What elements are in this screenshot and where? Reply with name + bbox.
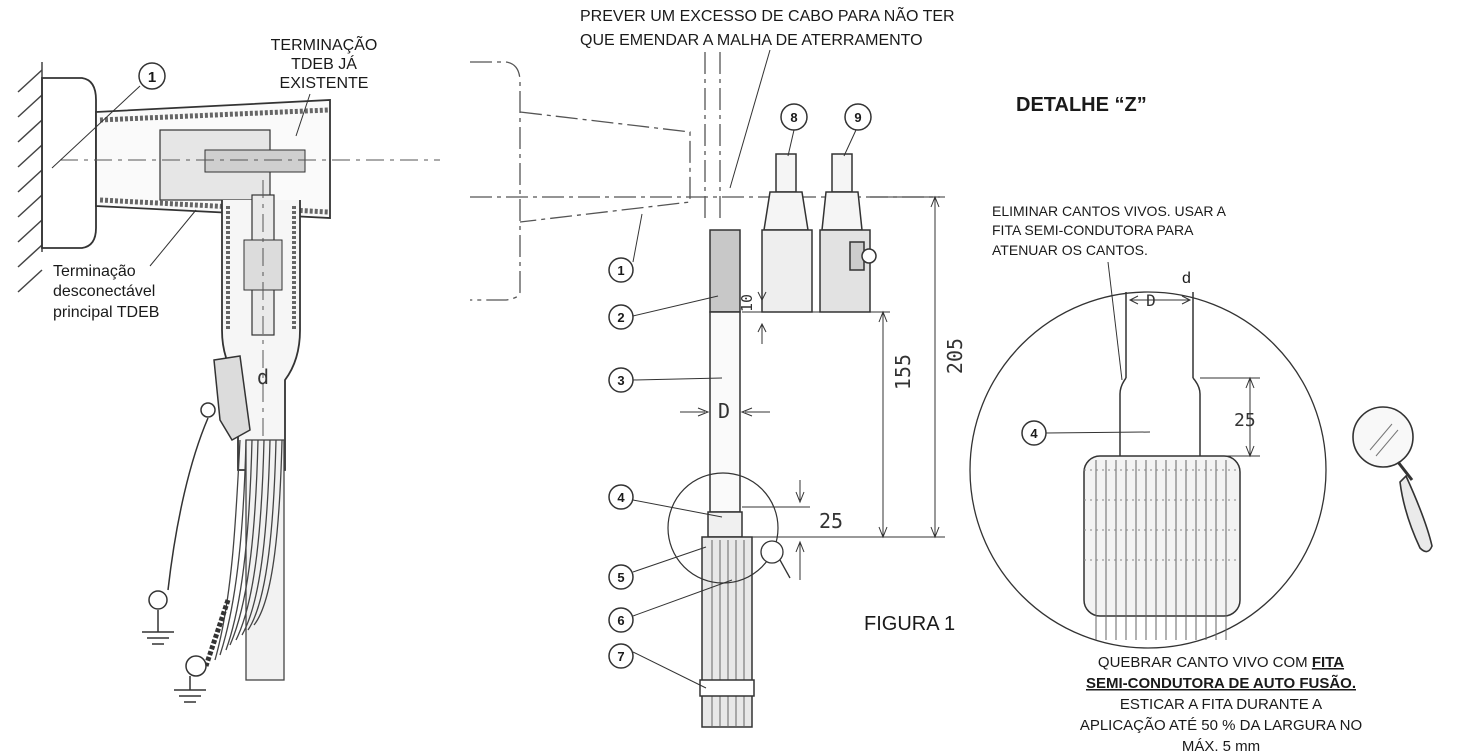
svg-text:4: 4 [1030,426,1038,441]
svg-text:3: 3 [617,373,624,388]
detail-dim-25: 25 [1234,410,1256,431]
ground-clamp [213,355,251,442]
dimension-lines [680,195,945,580]
detail-callout-4: 4 [1021,420,1151,446]
bushing-flange [41,77,97,249]
detail-dimensions [1128,295,1260,458]
center-drawing: 10 155 205 25 D 1 2 3 4 5 [470,52,967,728]
detail-dim-D: D [1146,291,1156,310]
callout-2: 2 [608,295,719,330]
small-magnifier-icon [760,540,791,579]
note-line4: APLICAÇÃO ATÉ 50 % DA LARGURA NO [1080,717,1362,734]
diameter-d-label: d [257,365,269,389]
svg-text:QUE EMENDAR A MALHA DE ATERRA: QUE EMENDAR A MALHA DE ATERRAMENTO [580,32,923,49]
svg-text:QUEBRAR CANTO VIVO COM FITA: QUEBRAR CANTO VIVO COM FITA [1098,654,1344,671]
detail-d-letter: d [1182,270,1191,287]
main-termination-label: Terminação desconectável principal TDEB [53,209,197,321]
note-line2: SEMI-CONDUTORA DE AUTO FUSÃO. [1086,674,1356,692]
detail-note: ELIMINAR CANTOS VIVOS. USAR A FITA SEMI-… [992,203,1227,381]
svg-text:7: 7 [617,649,624,664]
callout-9: 9 [843,103,872,157]
tdeb-body [60,99,440,219]
svg-text:6: 6 [617,613,624,628]
top-note: PREVER UM EXCESSO DE CABO PARA NÃO TER Q… [580,5,955,189]
svg-text:Terminação: Terminação [53,263,136,280]
dim-D: D [718,399,730,423]
detail-magnified-circle [969,291,1327,649]
svg-text:8: 8 [790,110,797,125]
figure-label: FIGURA 1 [864,613,955,635]
detail-cable [1083,292,1241,640]
note-line1-prefix: QUEBRAR CANTO VIVO COM [1098,654,1312,671]
wall-hatch [17,62,43,293]
callout-8: 8 [780,103,808,157]
ground-lead-1 [142,402,216,645]
dim-155: 155 [891,354,915,390]
callout-number: 1 [148,69,156,86]
callout-3: 3 [608,367,723,393]
svg-text:TDEB JÁ: TDEB JÁ [291,54,357,73]
note-line3: ESTICAR A FITA DURANTE A [1120,696,1322,713]
left-termination-drawing: 1 d TERMINAÇÃO TDEB JÁ EXISTENTE Termina… [17,34,440,703]
svg-text:5: 5 [617,570,624,585]
svg-text:ELIMINAR CANTOS VIVOS. USAR A: ELIMINAR CANTOS VIVOS. USAR A [992,203,1227,219]
existing-termination-label: TERMINAÇÃO TDEB JÁ EXISTENTE [271,34,378,137]
bottom-note: QUEBRAR CANTO VIVO COM FITA SEMI-CONDUTO… [1080,654,1362,755]
cable-center [699,229,755,728]
callout-4: 4 [608,484,723,518]
svg-text:4: 4 [617,490,625,505]
dashed-termination-outline [470,52,940,301]
svg-text:PREVER UM EXCESSO DE CABO PARA: PREVER UM EXCESSO DE CABO PARA NÃO TER [580,5,955,25]
magnifier-icon [1352,406,1433,553]
left-callout-1: 1 [51,62,166,169]
callout-5: 5 [608,546,707,590]
note-line1-underlined: FITA [1312,654,1344,671]
svg-text:principal TDEB: principal TDEB [53,304,159,321]
callout-6: 6 [608,579,733,633]
dim-205: 205 [943,338,967,374]
svg-text:1: 1 [617,263,624,278]
lug-9 [819,153,877,313]
dim-10: 10 [738,294,756,312]
note-line5: MÁX. 5 mm [1182,738,1260,755]
callout-7: 7 [608,643,707,689]
detail-z: DETALHE “Z” ELIMINAR CANTOS VIVOS. USAR … [969,94,1433,649]
callout-1: 1 [608,213,643,283]
lug-8 [761,153,813,313]
svg-text:EXISTENTE: EXISTENTE [280,75,369,92]
svg-text:ATENUAR OS CANTOS.: ATENUAR OS CANTOS. [992,242,1148,258]
svg-text:TERMINAÇÃO: TERMINAÇÃO [271,34,378,54]
svg-text:9: 9 [854,110,861,125]
svg-text:FITA SEMI-CONDUTORA PARA: FITA SEMI-CONDUTORA PARA [992,222,1194,238]
svg-text:desconectável: desconectável [53,283,155,300]
detail-title: DETALHE “Z” [1016,94,1147,116]
ground-lead-2 [174,599,231,703]
cable-screen-wires [214,439,285,681]
dim-25: 25 [819,509,843,533]
svg-text:2: 2 [617,310,624,325]
